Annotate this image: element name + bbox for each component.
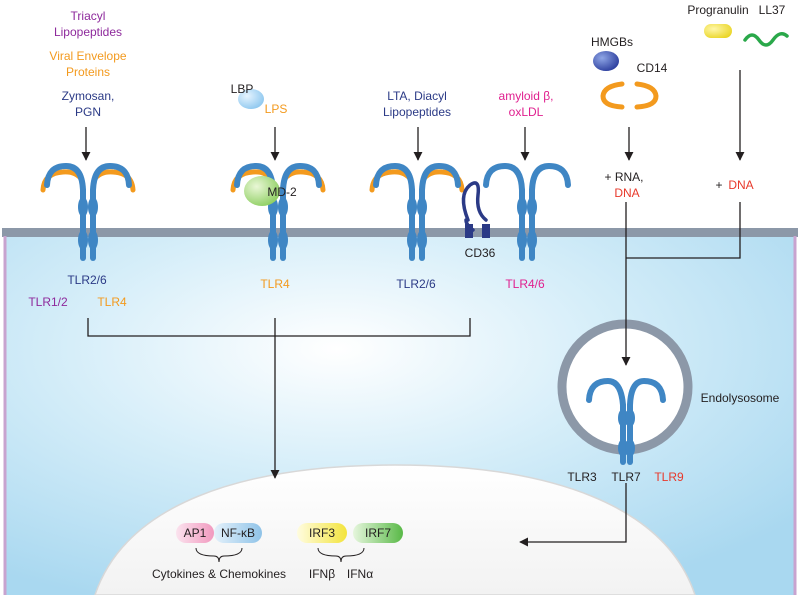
label-zymosan: Zymosan, bbox=[62, 89, 115, 103]
label-amyloid: amyloid β, bbox=[499, 89, 554, 103]
md2-protein bbox=[244, 176, 280, 206]
label-tlr46: TLR4/6 bbox=[505, 277, 545, 291]
receptor-beads bbox=[78, 197, 635, 457]
cd36-receptor bbox=[461, 181, 490, 238]
label-proteins: Proteins bbox=[66, 65, 110, 79]
irf7-pill bbox=[353, 523, 403, 543]
signal-lines bbox=[81, 70, 745, 547]
label-progranulin: Progranulin bbox=[687, 3, 748, 17]
label-irf7: IRF7 bbox=[365, 526, 391, 540]
label-lbp: LBP bbox=[231, 82, 254, 96]
progranulin-protein bbox=[704, 24, 732, 38]
ap1-pill bbox=[176, 523, 214, 543]
label-irf3: IRF3 bbox=[309, 526, 335, 540]
cell-membrane bbox=[2, 228, 798, 237]
label-tlr9: TLR9 bbox=[654, 470, 684, 484]
label-endolysosome: Endolysosome bbox=[701, 391, 780, 405]
label-tlr12: TLR1/2 bbox=[28, 295, 68, 309]
arrow-endosome-to-nucleus bbox=[519, 483, 627, 547]
label-nfkb: NF-κB bbox=[221, 526, 255, 540]
lbp-protein bbox=[238, 89, 264, 109]
cd14-protein bbox=[600, 81, 659, 110]
label-md2: MD-2 bbox=[267, 185, 297, 199]
label-hmgbs: HMGBs bbox=[591, 35, 633, 49]
nucleus-braces bbox=[195, 547, 365, 563]
label-plus: + bbox=[715, 178, 722, 192]
irf3-pill bbox=[297, 523, 347, 543]
label-tlr26-left: TLR2/6 bbox=[67, 273, 107, 287]
label-ap1: AP1 bbox=[184, 526, 207, 540]
label-lipopeptides: Lipopeptides bbox=[54, 25, 122, 39]
label-tlr3: TLR3 bbox=[567, 470, 597, 484]
label-cd14: CD14 bbox=[637, 61, 668, 75]
label-lta-diacyl: LTA, Diacyl bbox=[387, 89, 447, 103]
label-tlr26-middle: TLR2/6 bbox=[396, 277, 436, 291]
label-lps: LPS bbox=[265, 102, 288, 116]
label-dna-left: DNA bbox=[614, 186, 639, 200]
label-ifnb: IFNβ bbox=[309, 567, 335, 581]
bracket-surface-tlrs bbox=[87, 318, 471, 337]
label-pgn: PGN bbox=[75, 105, 101, 119]
label-ifna: IFNα bbox=[347, 567, 373, 581]
line-dna-join bbox=[626, 202, 741, 259]
label-triacyl: Triacyl bbox=[71, 9, 106, 23]
hmgb-protein bbox=[593, 51, 619, 71]
nfkb-pill bbox=[214, 523, 262, 543]
label-oxldl: oxLDL bbox=[509, 105, 544, 119]
label-ll37: LL37 bbox=[759, 3, 786, 17]
label-tlr4-left: TLR4 bbox=[97, 295, 127, 309]
label-dna-right: DNA bbox=[728, 178, 753, 192]
ll37-peptide bbox=[743, 32, 789, 47]
label-viral-envelope: Viral Envelope bbox=[49, 49, 126, 63]
label-tlr4: TLR4 bbox=[260, 277, 290, 291]
label-plus-rna: + RNA, bbox=[604, 170, 643, 184]
label-cd36: CD36 bbox=[465, 246, 496, 260]
label-cytokines: Cytokines & Chemokines bbox=[152, 567, 286, 581]
label-tlr7: TLR7 bbox=[611, 470, 641, 484]
label-lipopeptides-diacyl: Lipopeptides bbox=[383, 105, 451, 119]
